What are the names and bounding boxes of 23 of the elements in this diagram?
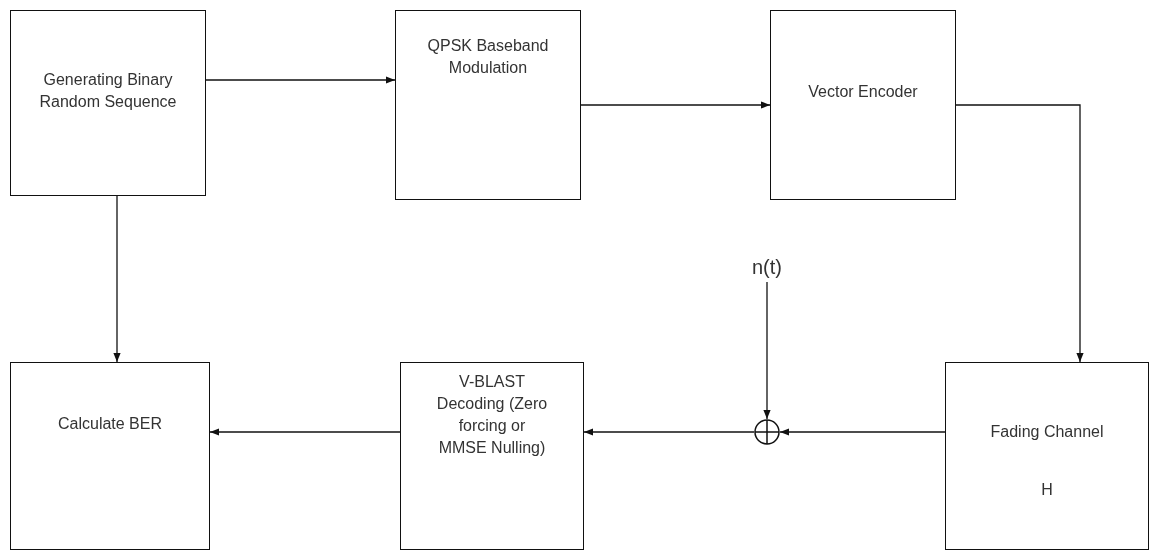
arrow xyxy=(779,428,946,436)
process-box xyxy=(10,10,206,196)
arrow xyxy=(205,76,396,84)
block-label: Fading Channel xyxy=(989,422,1105,442)
process-box xyxy=(10,362,210,550)
process-box xyxy=(395,10,581,200)
signal-label: n(t) xyxy=(751,256,783,278)
arrow xyxy=(113,195,121,363)
summing-junction-icon xyxy=(754,419,780,445)
arrow xyxy=(583,428,755,436)
block-label: Vector Encoder xyxy=(807,82,919,102)
process-box xyxy=(770,10,956,200)
block-label: V-BLAST Decoding (Zero forcing or MMSE Nulling) xyxy=(435,372,549,458)
block-label: Generating Binary Random Sequence xyxy=(38,70,178,112)
process-box xyxy=(400,362,584,550)
arrow xyxy=(763,281,771,420)
arrow xyxy=(209,428,401,436)
process-box xyxy=(945,362,1149,550)
block-label: Calculate BER xyxy=(56,414,163,434)
block-label: QPSK Baseband Modulation xyxy=(426,36,550,78)
arrow xyxy=(955,104,1084,363)
symbol-label: H xyxy=(1040,480,1054,500)
arrow xyxy=(580,101,771,109)
